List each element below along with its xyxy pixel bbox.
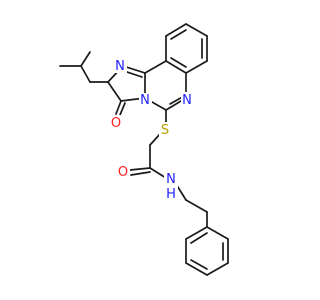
atom-n-amide: N <box>166 172 176 187</box>
atom-o-amide: O <box>118 165 128 180</box>
atom-o-carbonyl: O <box>111 116 121 131</box>
atom-n-imine: N <box>115 59 125 74</box>
thioacetamide-chain <box>129 109 167 179</box>
molecule-structure: N N N O S O N H <box>59 23 229 276</box>
benzo-ring <box>165 23 208 74</box>
phenyl-ring <box>185 226 229 276</box>
atom-labels: N N N O S O N H <box>110 58 194 202</box>
atom-n-bridge: N <box>140 93 150 108</box>
phenethyl-group <box>175 183 208 228</box>
atom-s-thio: S <box>161 123 169 138</box>
atom-h-amide: H <box>166 187 176 202</box>
isobutyl-group <box>59 51 109 83</box>
atom-n-ring: N <box>182 93 192 108</box>
